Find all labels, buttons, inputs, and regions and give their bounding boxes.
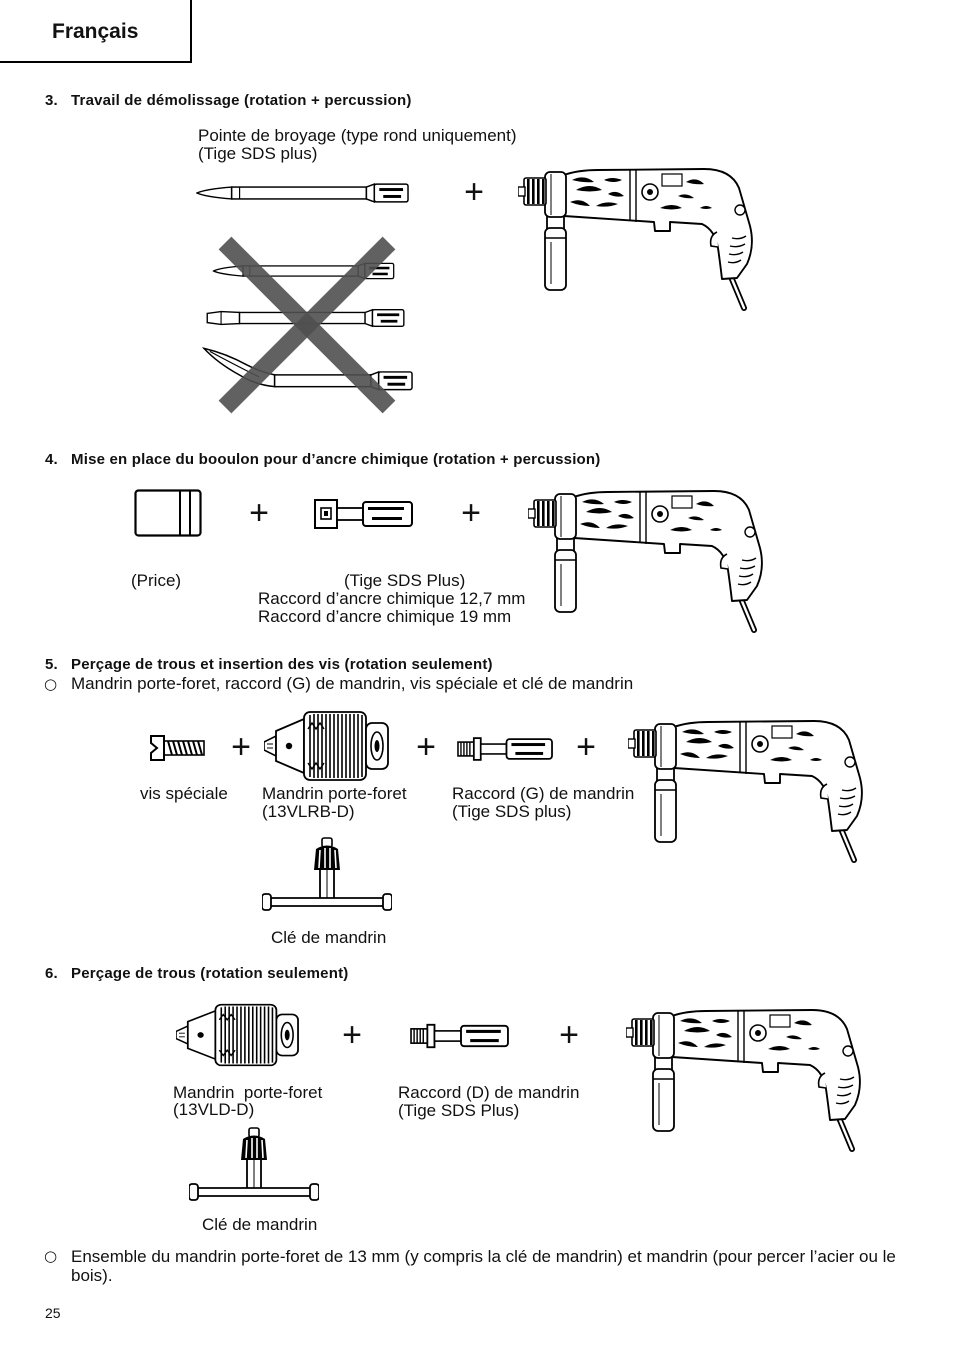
sleeve-image — [134, 489, 202, 537]
breaker-point-caption: Pointe de broyage (type rond uniquement) — [198, 126, 517, 145]
plus-sign: + — [576, 728, 596, 766]
drill-chuck-model: (13VLD-D) — [173, 1100, 255, 1119]
chemical-anchor-adapter-image — [314, 499, 414, 529]
section-4-number: 4. — [45, 451, 58, 468]
chuck-key-image — [189, 1125, 319, 1207]
chuck-key-image — [262, 836, 392, 916]
chuck-key-label: Clé de mandrin — [271, 928, 387, 947]
plus-sign: + — [231, 728, 251, 766]
adapter-shank-label: (Tige SDS Plus) — [344, 571, 466, 590]
plus-sign: + — [416, 728, 436, 766]
drill-chuck-label: Mandrin porte-foret — [262, 784, 407, 803]
plus-sign: + — [464, 173, 484, 211]
drill-chuck-label: Mandrin porte-foret — [173, 1083, 323, 1102]
drill-chuck-image — [176, 1002, 300, 1068]
chuck-adapter-shank-label: (Tige SDS Plus) — [398, 1101, 520, 1120]
plus-sign: + — [461, 494, 481, 532]
footnote-text: Ensemble du mandrin porte-foret de 13 mm… — [71, 1247, 896, 1285]
cross-out-mark-icon — [218, 236, 396, 414]
chuck-adapter-label: Raccord (G) de mandrin — [452, 784, 635, 803]
language-tab-label: Français — [52, 20, 139, 43]
adapter-label-19: Raccord d’ancre chimique 19 mm — [258, 607, 512, 626]
rotary-hammer-image — [628, 718, 868, 863]
chuck-adapter-shank-label: (Tige SDS plus) — [452, 802, 572, 821]
section-5-bullet-text: Mandrin porte-foret, raccord (G) de mand… — [71, 674, 634, 693]
chuck-adapter-label: Raccord (D) de mandrin — [398, 1083, 580, 1102]
bullet-circle-icon: ○ — [44, 1247, 58, 1265]
page-number: 25 — [45, 1305, 61, 1321]
chuck-adapter-d-image — [410, 1022, 510, 1050]
chuck-key-label: Clé de mandrin — [202, 1215, 318, 1234]
chuck-adapter-g-image — [457, 736, 554, 762]
section-6-title: Perçage de trous (rotation seulement) — [71, 965, 349, 982]
rotary-hammer-image — [626, 1007, 866, 1152]
plus-sign: + — [249, 494, 269, 532]
special-screw-image — [150, 733, 206, 763]
adapter-label-12-7: Raccord d’ancre chimique 12,7 mm — [258, 589, 526, 608]
rotary-hammer-image — [518, 166, 758, 311]
section-3-title: Travail de démolissage (rotation + percu… — [71, 92, 412, 109]
section-5-title: Perçage de trous et insertion des vis (r… — [71, 656, 493, 673]
section-3-number: 3. — [45, 92, 58, 109]
breaker-point-shank-caption: (Tige SDS plus) — [198, 144, 318, 163]
breaker-point-bit-image — [196, 180, 410, 206]
drill-chuck-image — [264, 709, 390, 783]
sleeve-label: (Price) — [131, 571, 182, 590]
drill-chuck-model: (13VLRB-D) — [262, 802, 355, 821]
plus-sign: + — [559, 1016, 579, 1054]
plus-sign: + — [342, 1016, 362, 1054]
special-screw-label: vis spéciale — [140, 784, 228, 803]
section-5-number: 5. — [45, 656, 58, 673]
section-4-title: Mise en place du booulon pour d’ancre ch… — [71, 451, 601, 468]
rotary-hammer-image — [528, 488, 768, 633]
section-6-number: 6. — [45, 965, 58, 982]
language-tab: Français — [0, 0, 192, 63]
bullet-circle-icon: ○ — [44, 675, 58, 693]
